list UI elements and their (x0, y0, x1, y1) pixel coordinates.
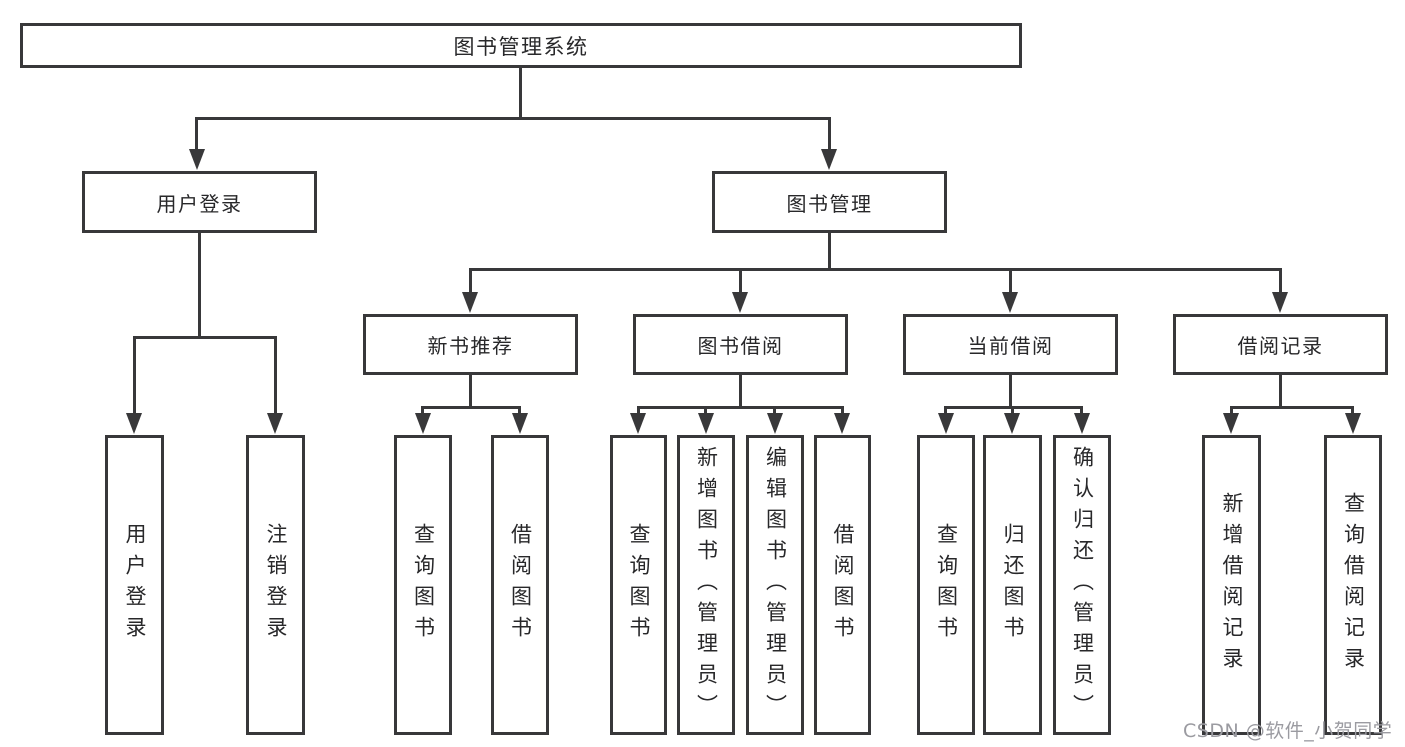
connector-h-newbook (421, 406, 521, 409)
node-root: 图书管理系统 (20, 23, 1022, 68)
connector-v-newbook (469, 375, 472, 409)
connector-v-currentborrow (1009, 375, 1012, 409)
node-return-books: 归还图书 (983, 435, 1042, 735)
node-user-login: 用户登录 (82, 171, 317, 233)
connector-v-stem (1011, 406, 1014, 416)
arrow-down-icon (732, 292, 748, 313)
node-confirm-return-admin: 确认归还（管理员） (1053, 435, 1111, 735)
node-query-borrow-record: 查询借阅记录 (1324, 435, 1382, 735)
connector-v-stem (1009, 268, 1012, 294)
node-current-borrowing: 当前借阅 (903, 314, 1118, 375)
connector-h-bookborrow (637, 406, 844, 409)
arrow-down-icon (1272, 292, 1288, 313)
arrow-down-icon (698, 413, 714, 434)
arrow-down-icon (1002, 292, 1018, 313)
connector-v-stem (739, 268, 742, 294)
connector-h-root (195, 117, 831, 120)
node-borrow-books-borrowing: 借阅图书 (814, 435, 871, 735)
connector-v-stem (773, 406, 776, 416)
connector-v-stem (828, 117, 831, 151)
node-add-books-admin: 新增图书（管理员） (677, 435, 735, 735)
node-new-book-recommend: 新书推荐 (363, 314, 578, 375)
connector-v-stem (704, 406, 707, 416)
connector-v-stem (944, 406, 947, 416)
connector-v-root (519, 68, 522, 120)
watermark: CSDN @软件_小贺同学 (1183, 720, 1393, 742)
connector-v-stem (1080, 406, 1083, 416)
node-user-login-leaf: 用户登录 (105, 435, 164, 735)
connector-v-borrowrecord (1279, 375, 1282, 409)
connector-v-bookborrow (739, 375, 742, 409)
connector-v-stem (1230, 406, 1233, 416)
node-borrowing-records: 借阅记录 (1173, 314, 1388, 375)
arrow-down-icon (821, 149, 837, 170)
node-query-books-current: 查询图书 (917, 435, 975, 735)
connector-v-stem (841, 406, 844, 416)
connector-h-bookmgmt (469, 268, 1282, 271)
node-query-books-borrowing: 查询图书 (610, 435, 667, 735)
connector-v-stem (469, 268, 472, 294)
node-logout-leaf: 注销登录 (246, 435, 305, 735)
node-query-books-newbook: 查询图书 (394, 435, 452, 735)
arrow-down-icon (1345, 413, 1361, 434)
arrow-down-icon (415, 413, 431, 434)
arrow-down-icon (1004, 413, 1020, 434)
connector-v-stem (195, 117, 198, 151)
arrow-down-icon (1074, 413, 1090, 434)
node-edit-books-admin: 编辑图书（管理员） (746, 435, 804, 735)
connector-v-stem (637, 406, 640, 416)
connector-v-stem (421, 406, 424, 416)
arrow-down-icon (267, 413, 283, 434)
arrow-down-icon (126, 413, 142, 434)
connector-v-stem (274, 336, 277, 415)
arrow-down-icon (462, 292, 478, 313)
node-borrow-books-newbook: 借阅图书 (491, 435, 549, 735)
arrow-down-icon (938, 413, 954, 434)
arrow-down-icon (189, 149, 205, 170)
arrow-down-icon (1223, 413, 1239, 434)
connector-v-stem (133, 336, 136, 415)
connector-v-bookmgmt (828, 233, 831, 271)
connector-v-userlogin (198, 233, 201, 339)
node-add-borrow-record: 新增借阅记录 (1202, 435, 1261, 735)
connector-v-stem (1279, 268, 1282, 294)
arrow-down-icon (630, 413, 646, 434)
node-book-management: 图书管理 (712, 171, 947, 233)
node-book-borrowing: 图书借阅 (633, 314, 848, 375)
connector-h-borrowrecord (1230, 406, 1354, 409)
arrow-down-icon (834, 413, 850, 434)
connector-v-stem (1351, 406, 1354, 416)
arrow-down-icon (767, 413, 783, 434)
connector-v-stem (518, 406, 521, 416)
arrow-down-icon (512, 413, 528, 434)
connector-h-userlogin (133, 336, 277, 339)
